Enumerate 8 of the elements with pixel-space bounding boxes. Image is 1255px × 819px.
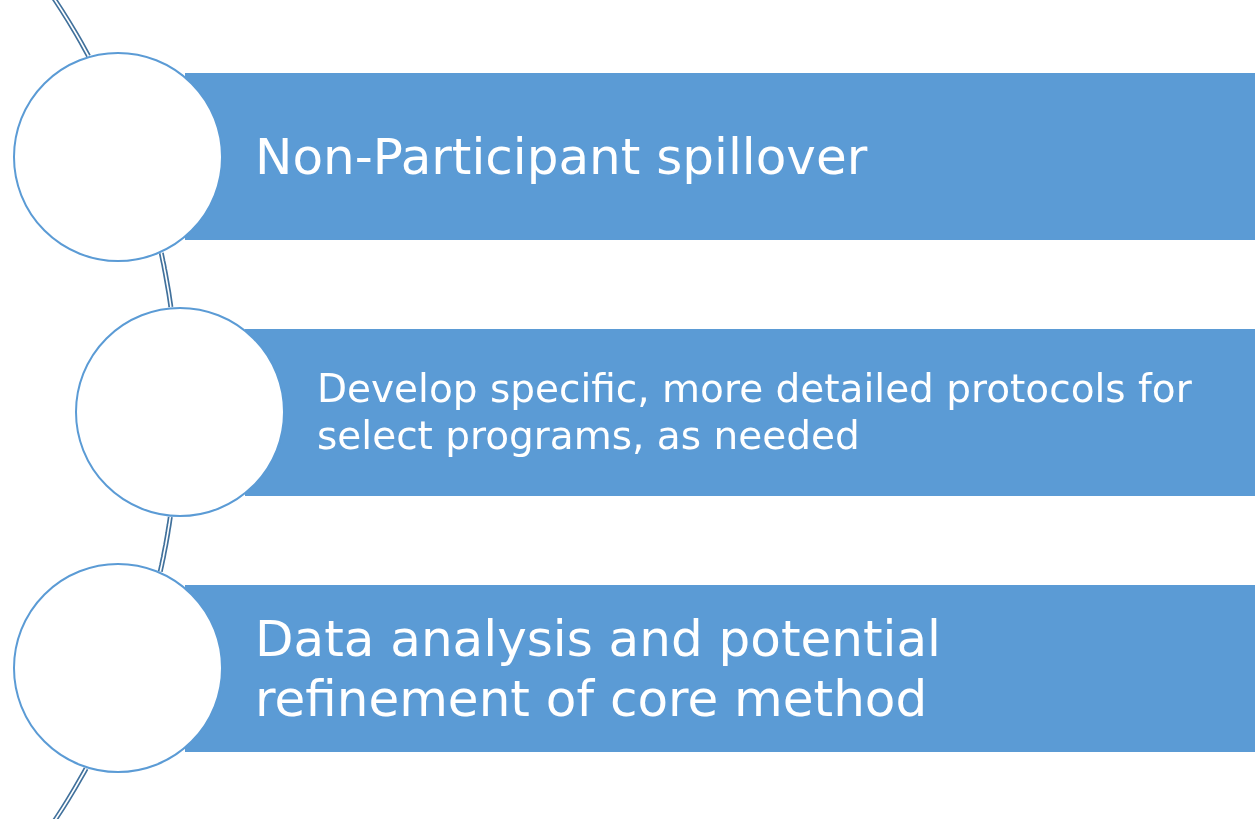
step-band	[185, 585, 1255, 752]
double-line-connector	[158, 252, 174, 308]
step-text: Develop specific, more detailed protocols for select programs, as needed	[317, 365, 1193, 460]
double-line-connector	[157, 516, 173, 572]
step-band	[185, 73, 1255, 240]
step-text: Data analysis and potential refinement of core method	[255, 608, 942, 729]
step-band	[245, 329, 1255, 496]
step-text: Non-Participant spillover	[255, 126, 868, 187]
